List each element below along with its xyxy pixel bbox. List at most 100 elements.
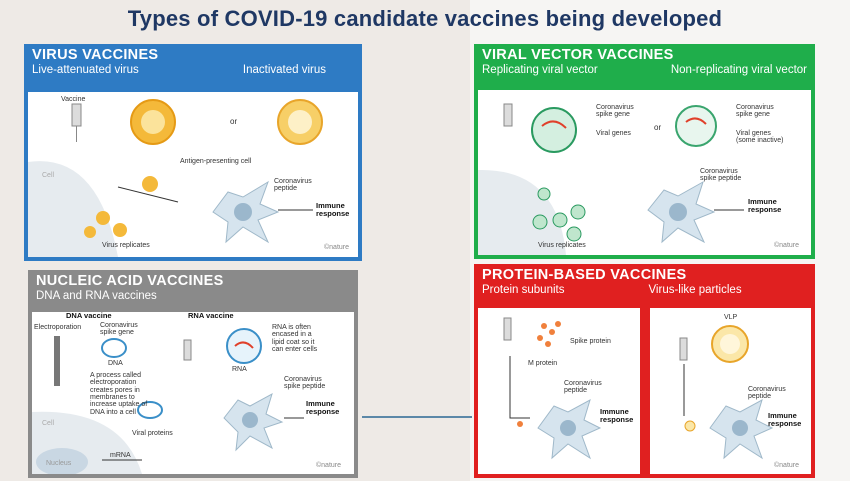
label-electroporation-process: A process called electroporation creates… <box>90 372 148 416</box>
nature-credit: ©nature <box>774 242 800 249</box>
nucleic-illustration: DNA vaccine RNA vaccine Electroporation … <box>32 312 354 474</box>
protein-subunit-diagram <box>503 317 602 460</box>
label-viral-genes: Viral genes <box>596 130 631 137</box>
arrow <box>117 186 179 203</box>
non-replicating-vector-icon <box>675 105 717 147</box>
nucleic-diagram <box>32 328 304 474</box>
apc-nucleus <box>234 203 252 221</box>
vlp-diagram <box>679 325 774 460</box>
nucleic-acid-panel: NUCLEIC ACID VACCINES DNA and RNA vaccin… <box>28 270 358 478</box>
apc-nucleus <box>242 412 258 428</box>
spike-gene-strand <box>685 117 707 125</box>
label-viral-proteins: Viral proteins <box>132 430 173 437</box>
virus-diagram <box>28 99 323 257</box>
label-spike-protein: Spike protein <box>570 338 611 345</box>
live-virus-core <box>141 110 165 134</box>
label-spike-gene: Coronavirus spike gene <box>100 322 138 337</box>
apc-nucleus <box>560 420 576 436</box>
connector-line <box>362 416 472 418</box>
subheading-live-attenuated: Live-attenuated virus <box>32 64 139 76</box>
syringe-icon <box>71 103 82 127</box>
label-dna: DNA <box>108 360 123 367</box>
page-title: Types of COVID-19 candidate vaccines bei… <box>127 6 723 31</box>
subheading-replicating: Replicating viral vector <box>482 64 598 76</box>
label-m-protein: M protein <box>528 360 558 367</box>
panel-header: NUCLEIC ACID VACCINES DNA and RNA vaccin… <box>28 270 358 305</box>
label-virus-replicates: Virus replicates <box>102 242 150 249</box>
label-or: or <box>654 123 662 132</box>
subheading-dna-rna: DNA and RNA vaccines <box>36 290 157 302</box>
subheading-vlp: Virus-like particles <box>648 284 742 296</box>
nucleus-shape <box>36 448 88 474</box>
label-cell: Cell <box>42 172 55 179</box>
apc-nucleus <box>669 203 687 221</box>
panel-heading: VIRAL VECTOR VACCINES <box>482 47 674 63</box>
nature-credit: ©nature <box>324 244 350 251</box>
panel-heading: NUCLEIC ACID VACCINES <box>36 273 224 289</box>
vector-particle <box>552 212 568 228</box>
label-spike-peptide: Coronavirus spike peptide <box>284 376 326 391</box>
rna-strand <box>234 341 254 349</box>
label-immune-response: Immune response <box>768 411 802 428</box>
protein-fragment <box>517 421 523 427</box>
rna-lipid-particle-icon <box>226 328 262 364</box>
label-virus-replicates: Virus replicates <box>538 242 586 249</box>
protein-fragment <box>537 335 543 341</box>
nature-credit: ©nature <box>774 462 800 469</box>
replicating-vector-icon <box>531 107 577 153</box>
label-peptide: Coronavirus peptide <box>274 178 312 193</box>
label-viral-genes-inactive: Viral genes (some inactive) <box>736 130 784 145</box>
subheading-non-replicating: Non-replicating viral vector <box>670 64 807 76</box>
label-immune-response: Immune response <box>306 399 340 416</box>
dna-plasmid-icon <box>137 401 163 419</box>
label-spike-gene-2: Coronavirus spike gene <box>736 104 774 119</box>
virus-particle <box>113 223 127 237</box>
vector-particle <box>570 204 586 220</box>
vlp-particle-small <box>684 420 696 432</box>
label-immune-response: Immune response <box>600 407 634 424</box>
protein-fragment <box>545 341 551 347</box>
subheading-inactivated: Inactivated virus <box>242 64 326 76</box>
panel-header: VIRAL VECTOR VACCINES Replicating viral … <box>474 44 815 79</box>
protein-fragment <box>541 323 547 329</box>
label-immune-response: Immune response <box>748 197 782 214</box>
protein-fragment <box>555 321 561 327</box>
label-immune-response: Immune response <box>316 201 350 218</box>
panel-heading: VIRUS VACCINES <box>32 47 159 63</box>
syringe-icon <box>679 337 688 361</box>
virus-particle <box>84 226 96 238</box>
panel-heading: PROTEIN-BASED VACCINES <box>482 267 687 283</box>
vector-particle <box>537 187 551 201</box>
label-electroporation: Electroporation <box>34 324 82 331</box>
virus-illustration: Vaccine or Antigen-presenting cell Cell … <box>28 92 358 257</box>
spike-gene-strand <box>541 120 567 129</box>
vlp-illustration: VLP Coronavirus peptide Immune response … <box>650 308 811 474</box>
label-vlp: VLP <box>724 314 738 321</box>
label-apc: Antigen-presenting cell <box>180 158 252 165</box>
panel-header: PROTEIN-BASED VACCINES Protein subunits … <box>474 264 815 299</box>
virus-vaccines-panel: VIRUS VACCINES Live-attenuated virus Ina… <box>24 44 362 261</box>
label-spike-peptide: Coronavirus spike peptide <box>700 168 742 183</box>
label-rna: RNA <box>232 366 247 373</box>
label-rna-vaccine: RNA vaccine <box>188 312 234 320</box>
dna-plasmid-icon <box>101 338 127 358</box>
label-lipid-coat: RNA is often encased in a lipid coat so … <box>272 324 318 354</box>
panel-header: VIRUS VACCINES Live-attenuated virus Ina… <box>24 44 362 79</box>
inactivated-virus-core <box>288 110 312 134</box>
virus-particle <box>142 176 158 192</box>
nature-credit: ©nature <box>316 462 342 469</box>
protein-based-panel: PROTEIN-BASED VACCINES Protein subunits … <box>474 264 815 478</box>
vector-particle <box>566 226 582 242</box>
label-peptide: Coronavirus peptide <box>748 386 786 401</box>
vector-diagram <box>478 103 744 255</box>
label-cell: Cell <box>42 420 55 427</box>
protein-fragment <box>549 329 555 335</box>
viral-vector-panel: VIRAL VECTOR VACCINES Replicating viral … <box>474 44 815 259</box>
vector-particle <box>532 214 548 230</box>
virus-particle <box>96 211 110 225</box>
label-or: or <box>230 117 238 126</box>
arrow <box>509 356 530 419</box>
syringe-icon <box>183 339 192 361</box>
label-vaccine: Vaccine <box>61 96 86 103</box>
label-spike-gene: Coronavirus spike gene <box>596 104 634 119</box>
